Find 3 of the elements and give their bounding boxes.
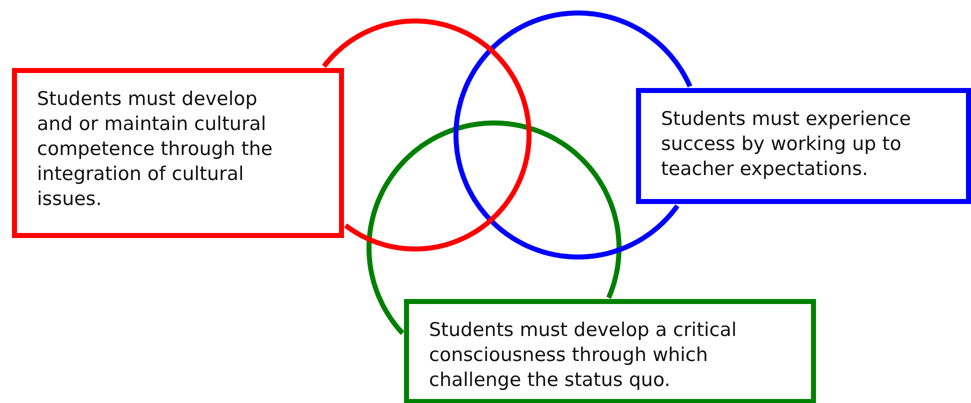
- statement-text: Students must develop a critical consciousness through which challenge the status quo.: [429, 318, 738, 393]
- statement-text: Students must develop and or maintain cultural competence through the integration of cultural issues.: [37, 87, 274, 212]
- statement-text: Students must experience success by working up to teacher expectations.: [661, 107, 912, 182]
